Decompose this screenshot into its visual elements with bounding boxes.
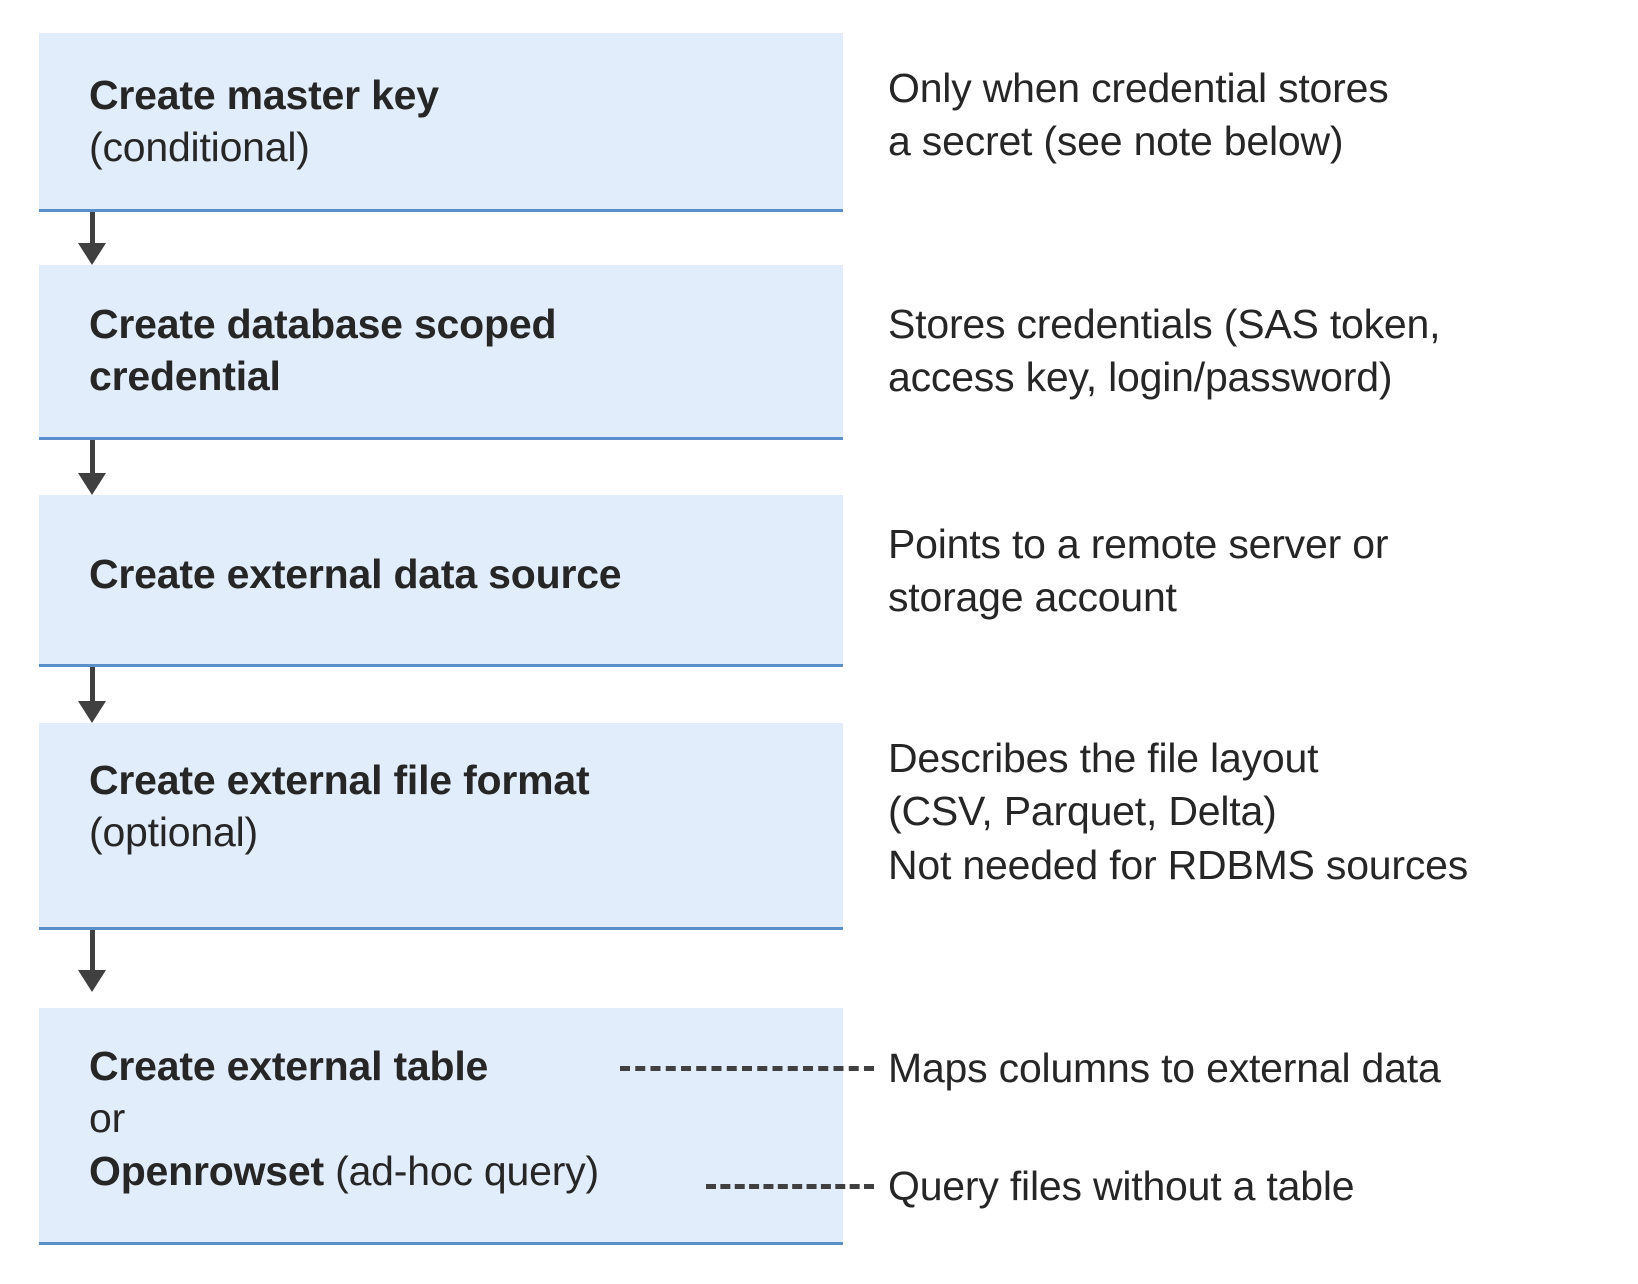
- step-title-create-external-table: Create external table: [89, 1043, 489, 1089]
- note-create-master-key: Only when credential stores a secret (se…: [888, 65, 1389, 165]
- step-title-create-master-key: Create master key: [89, 72, 439, 118]
- step-title-create-external-file-format: Create external file format: [89, 757, 590, 803]
- connector-arrow-3: [78, 667, 106, 723]
- step-title-line1-create-database-scoped-credential: Create database scoped: [89, 301, 557, 347]
- connector-arrow-1: [78, 212, 106, 265]
- step-box-create-external-file-format: Create external file format (optional): [39, 723, 843, 930]
- step-conjunction-or: or: [89, 1095, 126, 1142]
- step-box-create-master-key: Create master key (conditional): [39, 33, 843, 212]
- note-openrowset: Query files without a table: [888, 1163, 1355, 1209]
- step-box-create-database-scoped-credential: Create database scoped credential: [39, 265, 843, 440]
- step-subtitle-create-master-key: (conditional): [89, 124, 310, 171]
- leader-line-external-table: [620, 1066, 874, 1071]
- note-create-external-file-format: Describes the file layout (CSV, Parquet,…: [888, 735, 1469, 888]
- step-box-create-external-data-source: Create external data source: [39, 495, 843, 667]
- connector-arrow-2: [78, 440, 106, 495]
- note-create-database-scoped-credential: Stores credentials (SAS token, access ke…: [888, 301, 1441, 401]
- step-title-line2-create-database-scoped-credential: credential: [89, 353, 281, 400]
- step-title-create-external-data-source: Create external data source: [89, 551, 622, 597]
- step-title-openrowset: Openrowset (ad-hoc query): [89, 1145, 833, 1197]
- connector-arrow-4: [78, 930, 106, 992]
- leader-line-openrowset: [706, 1184, 874, 1189]
- step-title-openrowset-tail: (ad-hoc query): [323, 1147, 599, 1194]
- step-title-openrowset-strong: Openrowset: [89, 1147, 324, 1194]
- note-create-external-data-source: Points to a remote server or storage acc…: [888, 521, 1389, 621]
- note-create-external-table: Maps columns to external data: [888, 1045, 1441, 1091]
- step-subtitle-create-external-file-format: (optional): [89, 809, 258, 856]
- step-box-create-external-table-or-openrowset: Create external table or Openrowset (ad-…: [39, 1008, 843, 1245]
